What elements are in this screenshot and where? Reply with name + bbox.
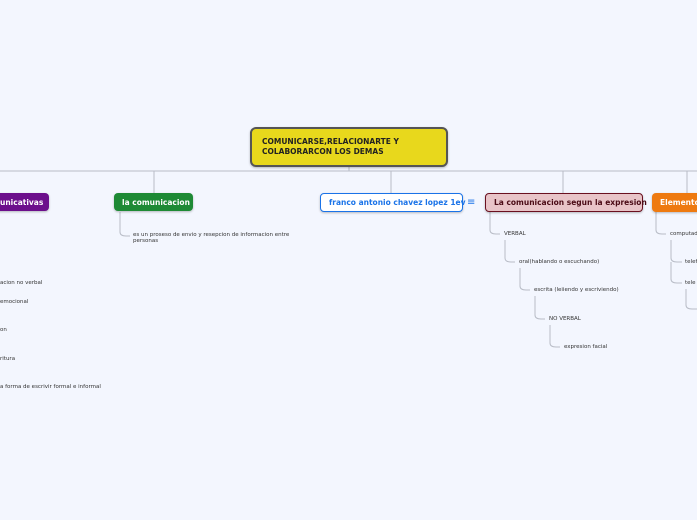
root-title: COMUNICARSE,RELACIONARTE Y COLABORARCON … [262,137,399,156]
branch-label: unicativas [0,197,44,207]
branch-elementos[interactable]: Elementos [652,193,697,212]
branch-label: la comunicacion [122,197,190,207]
branch-segun-expresion[interactable]: La comunicacion segun la expresion [485,193,647,212]
list-item[interactable]: es un proseso de envio y resepcion de in… [133,232,290,244]
list-item[interactable]: on [0,327,7,333]
root-node[interactable]: COMUNICARSE,RELACIONARTE Y COLABORARCON … [250,127,448,167]
list-item[interactable]: computad [670,231,697,237]
list-item[interactable]: ritura [0,356,16,362]
notes-icon[interactable]: ≡ [467,197,476,208]
list-item[interactable]: acion no verbal [0,280,43,286]
branch-label: La comunicacion segun la expresion [494,198,647,207]
list-item[interactable]: emocional [0,299,29,305]
branch-label: franco antonio chavez lopez 1ev [329,198,466,207]
list-item[interactable]: tele [685,280,696,286]
list-item[interactable]: oral(hablando o escuchando) [519,259,600,265]
branch-comunicativas[interactable]: unicativas [0,193,49,211]
list-item[interactable]: NO VERBAL [549,316,581,322]
branch-author[interactable]: franco antonio chavez lopez 1ev [320,193,466,212]
branch-la-comunicacion[interactable]: la comunicacion [114,193,193,211]
list-item[interactable]: VERBAL [504,231,526,237]
branch-label: Elementos [660,198,697,207]
list-item[interactable]: expresion facial [564,344,608,350]
list-item[interactable]: escrita (leiiendo y escriviendo) [534,287,619,293]
list-item[interactable]: a forma de escrivir formal e informal [0,384,101,390]
list-item[interactable]: telef [685,259,697,265]
